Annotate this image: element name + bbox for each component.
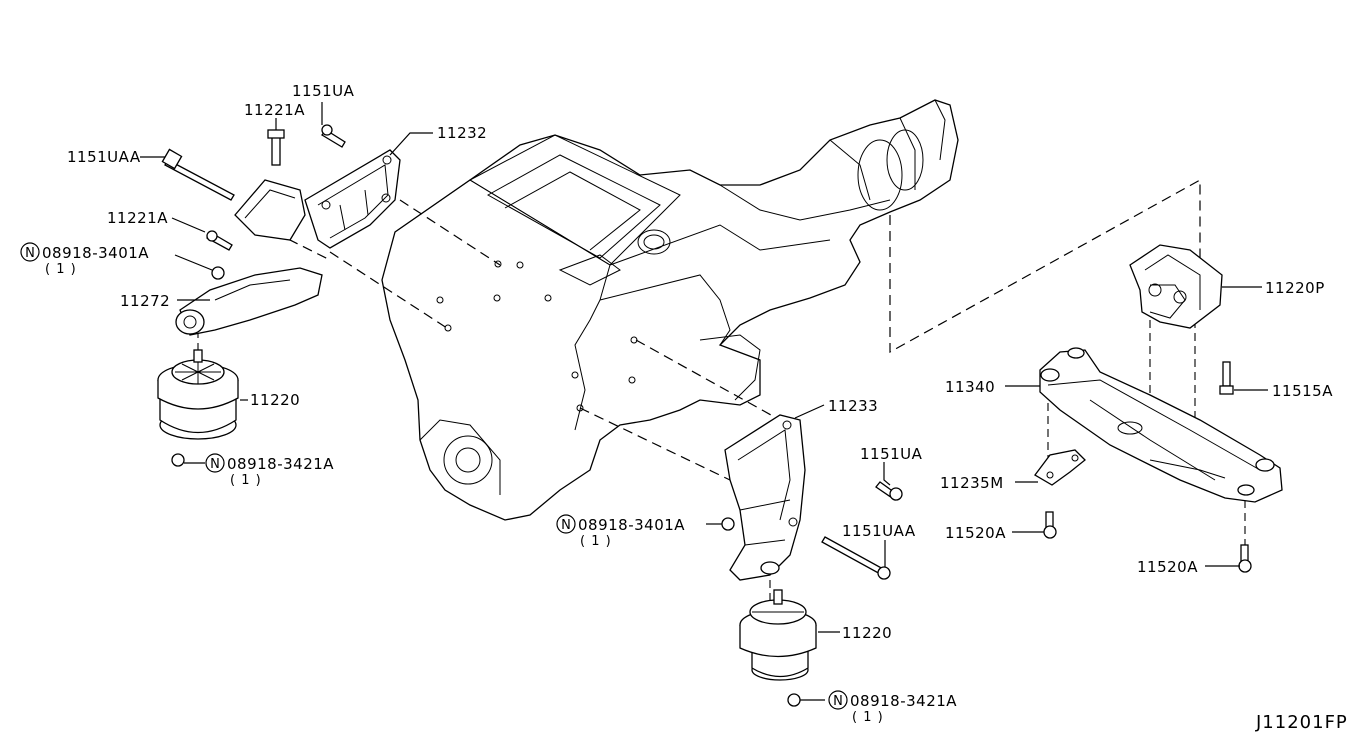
bracket-11235m[interactable] [1034,449,1086,486]
label-1151uaa-right: 1151UAA [842,522,916,540]
label-11221a-mid: 11221A [107,209,168,227]
note-n-icon [205,453,225,473]
note-n-symbol: N [833,694,843,709]
engine-transmission-assembly [381,99,959,521]
label-11233: 11233 [828,397,878,415]
label-11520a-right: 11520A [1137,558,1198,576]
label-11520a-left: 11520A [945,524,1006,542]
bracket-11232[interactable] [304,149,401,249]
label-11515a: 11515A [1272,382,1333,400]
label-11220p: 11220P [1265,279,1325,297]
note-n-icon [828,690,848,710]
fasteners [161,124,1252,707]
qty-08918-3421a-bottom: ( 1 ) [852,710,884,725]
engine-mount-11220-left[interactable] [157,349,239,440]
engine-mount-11220-bottom[interactable] [739,589,817,681]
transmission-mount-11220p[interactable] [1129,244,1223,329]
note-08918-3421a-left: N 08918-3421A ( 1 ) [205,453,334,488]
bracket-11272[interactable] [175,267,323,336]
alignment-dash-lines [197,178,1246,600]
diagram-code: J11201FP [1255,712,1348,733]
qty-08918-3401a-center: ( 1 ) [580,534,612,549]
callout-labels: 1151UA 11221A 1151UAA 11232 11221A N 089… [20,82,1348,733]
label-11235m: 11235M [940,474,1004,492]
label-08918-3401a-center: 08918-3401A [578,516,685,534]
leader-lines [140,102,1268,701]
note-n-symbol: N [561,518,571,533]
note-08918-3421a-bottom: N 08918-3421A ( 1 ) [828,690,957,725]
label-11221a-top: 11221A [244,101,305,119]
note-n-symbol: N [25,246,35,261]
qty-08918-3401a-left: ( 1 ) [45,262,77,277]
label-08918-3421a-bottom: 08918-3421A [850,692,957,710]
crossmember-11340[interactable] [1039,347,1283,503]
label-11232: 11232 [437,124,487,142]
label-1151ua-right: 1151UA [860,445,923,463]
note-n-symbol: N [210,457,220,472]
note-08918-3401a-center: N 08918-3401A ( 1 ) [556,514,685,549]
label-08918-3401a-left: 08918-3401A [42,244,149,262]
label-1151uaa-left: 1151UAA [67,148,141,166]
label-08918-3421a-left: 08918-3421A [227,455,334,473]
note-n-icon [556,514,576,534]
label-11220-left: 11220 [250,391,300,409]
bracket-11233[interactable] [724,414,806,581]
note-08918-3401a-left: N 08918-3401A ( 1 ) [20,242,149,277]
label-11340: 11340 [945,378,995,396]
label-11220-bottom: 11220 [842,624,892,642]
note-n-icon [20,242,40,262]
label-11272: 11272 [120,292,170,310]
qty-08918-3421a-left: ( 1 ) [230,473,262,488]
label-1151ua-top: 1151UA [292,82,355,100]
mount-bracket-left[interactable] [234,179,306,241]
